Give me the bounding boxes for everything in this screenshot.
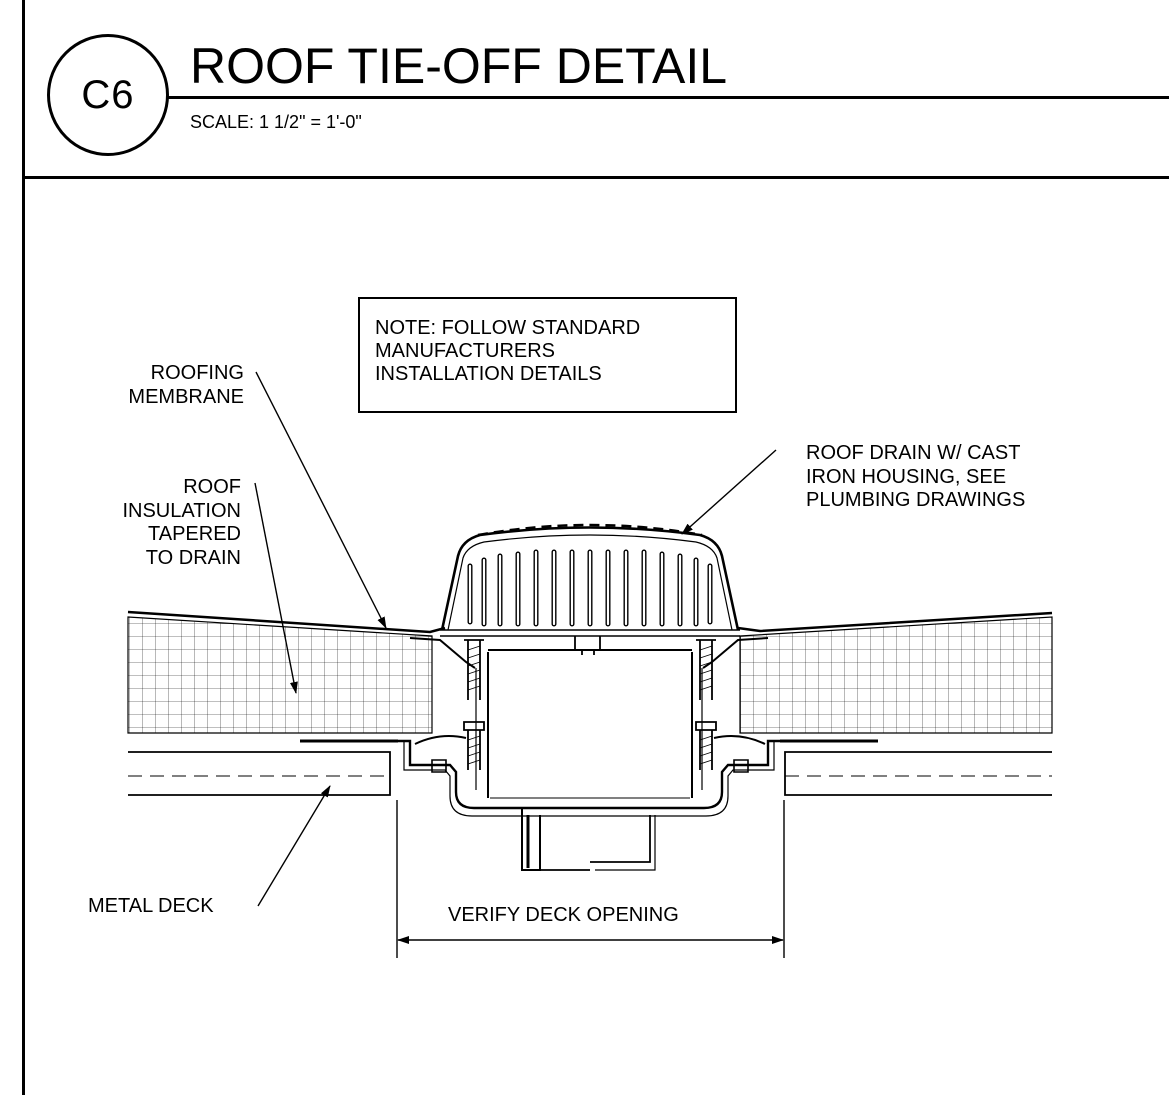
strainer-dome: [440, 523, 740, 655]
leader-roof-drain: [681, 449, 777, 535]
note-line: INSTALLATION DETAILS: [375, 363, 602, 385]
note-box: NOTE: FOLLOW STANDARD MANUFACTURERS INST…: [358, 297, 737, 413]
leader-roof-insulation: [254, 482, 298, 694]
label-line: PLUMBING DRAWINGS: [806, 489, 1026, 511]
title-underline: [168, 96, 1169, 99]
note-line: MANUFACTURERS: [375, 340, 556, 362]
label-roof-drain: ROOF DRAIN W/ CAST IRON HOUSING, SEE PLU…: [806, 442, 1025, 513]
metal-deck: [128, 739, 1052, 796]
label-line: IRON HOUSING, SEE: [806, 465, 1007, 488]
drain-body: [398, 637, 780, 871]
label-line: ROOF: [183, 476, 241, 498]
note-line: NOTE: FOLLOW STANDARD: [375, 317, 641, 339]
label-roofing-membrane: ROOFING MEMBRANE: [128, 362, 244, 409]
detail-tag: C6: [47, 34, 169, 156]
label-line: ROOFING: [150, 362, 244, 384]
label-line: MEMBRANE: [128, 385, 244, 408]
label-line: TAPERED: [148, 523, 241, 545]
leader-metal-deck: [257, 785, 331, 907]
detail-id: C6: [81, 72, 135, 117]
leader-roofing-membrane: [255, 371, 387, 629]
clamp-bolts: [414, 639, 766, 773]
label-deck-opening: VERIFY DECK OPENING: [448, 904, 679, 926]
detail-scale: SCALE: 1 1/2" = 1'-0": [190, 112, 362, 132]
deck-opening-dimension: [396, 800, 785, 958]
label-metal-deck: METAL DECK: [88, 895, 214, 919]
leader-lines: [254, 371, 777, 907]
label-roof-insulation: ROOF INSULATION TAPERED TO DRAIN: [122, 476, 241, 570]
label-line: INSULATION: [122, 499, 241, 522]
header-divider: [22, 176, 1169, 179]
sheet-border-left: [22, 0, 25, 1095]
label-line: TO DRAIN: [145, 546, 241, 569]
roof-insulation: [127, 616, 1053, 734]
detail-title: ROOF TIE-OFF DETAIL: [190, 38, 728, 94]
label-line: ROOF DRAIN W/ CAST: [806, 442, 1021, 464]
label-line: METAL DECK: [88, 895, 214, 917]
